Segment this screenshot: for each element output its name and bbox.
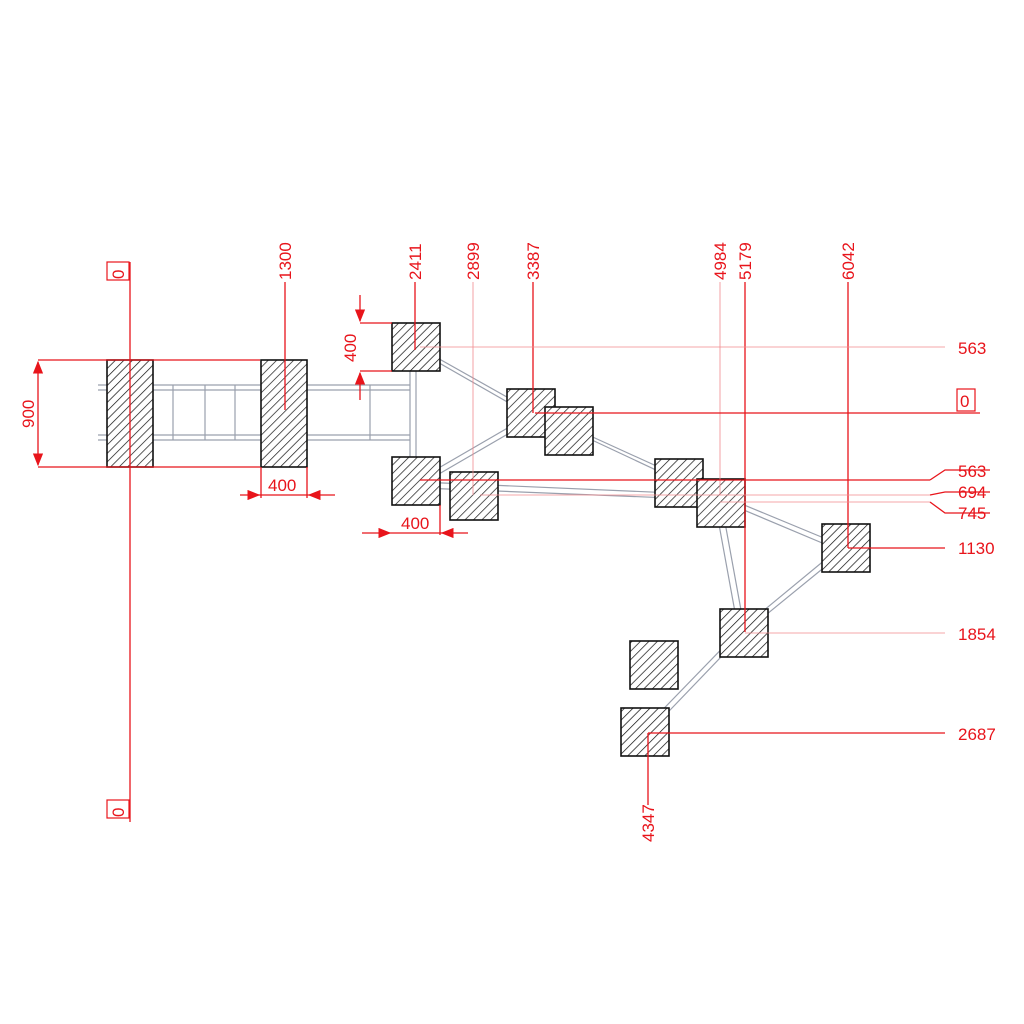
dim-label: 3387 [524, 242, 543, 280]
pad [544, 406, 594, 456]
pad [391, 456, 441, 506]
pad [654, 458, 704, 508]
pad [719, 608, 769, 658]
origin-label: 0 [960, 392, 969, 411]
dim-label: 5179 [736, 242, 755, 280]
dim-label: 4347 [639, 804, 658, 842]
origin-label: 0 [109, 808, 128, 817]
dimension-lines [32, 262, 990, 822]
dim-label: 1854 [958, 625, 996, 644]
pad [449, 471, 499, 521]
pad [620, 707, 670, 757]
dim-label: 2899 [464, 242, 483, 280]
pads [106, 322, 871, 757]
pad [260, 359, 308, 468]
dim-label: 2687 [958, 725, 996, 744]
dim-label: 1130 [958, 539, 995, 558]
dim-label: 694 [958, 483, 986, 502]
origin-label: 0 [109, 270, 128, 279]
dim-label: 563 [958, 462, 986, 481]
dim-label: 745 [958, 504, 986, 523]
dim-label: 4984 [711, 242, 730, 280]
dim-label: 2411 [406, 243, 425, 280]
origin-labels: 0 0 [106, 261, 130, 819]
dim-label-900: 900 [19, 400, 38, 428]
top-dimension-labels: 1300 2411 2899 3387 4984 5179 6042 [276, 242, 858, 280]
pad [629, 640, 679, 690]
dim-label: 563 [958, 339, 986, 358]
dim-label: 6042 [839, 242, 858, 280]
dim-label-400: 400 [401, 514, 429, 533]
pad [696, 478, 746, 528]
dim-label-400: 400 [341, 334, 360, 362]
right-dimension-labels: 563 0 563 694 745 1130 1854 2687 [956, 339, 996, 744]
dim-label-400: 400 [268, 476, 296, 495]
dim-label: 1300 [276, 242, 295, 280]
